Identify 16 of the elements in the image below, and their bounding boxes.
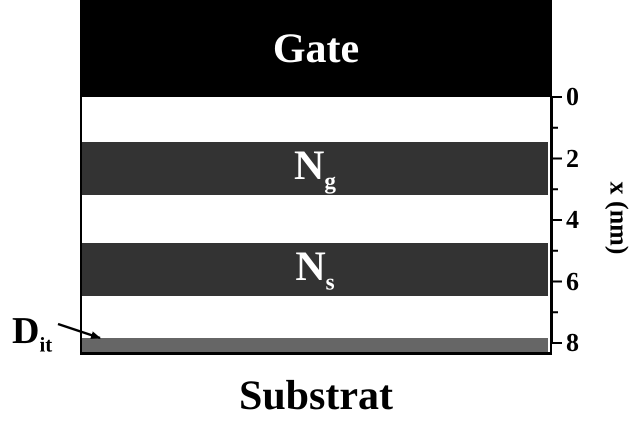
charge-band	[82, 243, 548, 296]
layer-label: Gate	[272, 28, 360, 70]
layer-label: N$_{s}$	[295, 246, 335, 294]
tick-label: 4	[566, 207, 579, 233]
layer-label: N$_{g}$	[294, 144, 336, 192]
tick-label: 6	[566, 268, 579, 294]
tick-label: 0	[566, 84, 579, 110]
axis-title: x (nm)	[605, 182, 632, 254]
layer-label: Substrat	[238, 374, 394, 416]
tick-label: 2	[566, 146, 579, 172]
gate-layer	[80, 0, 552, 97]
interface-trap-layer	[82, 338, 548, 352]
tick-label: 8	[566, 330, 579, 356]
arrow	[58, 322, 101, 340]
charge-band	[82, 142, 548, 195]
layer-label: D$_{it}$	[12, 312, 52, 356]
